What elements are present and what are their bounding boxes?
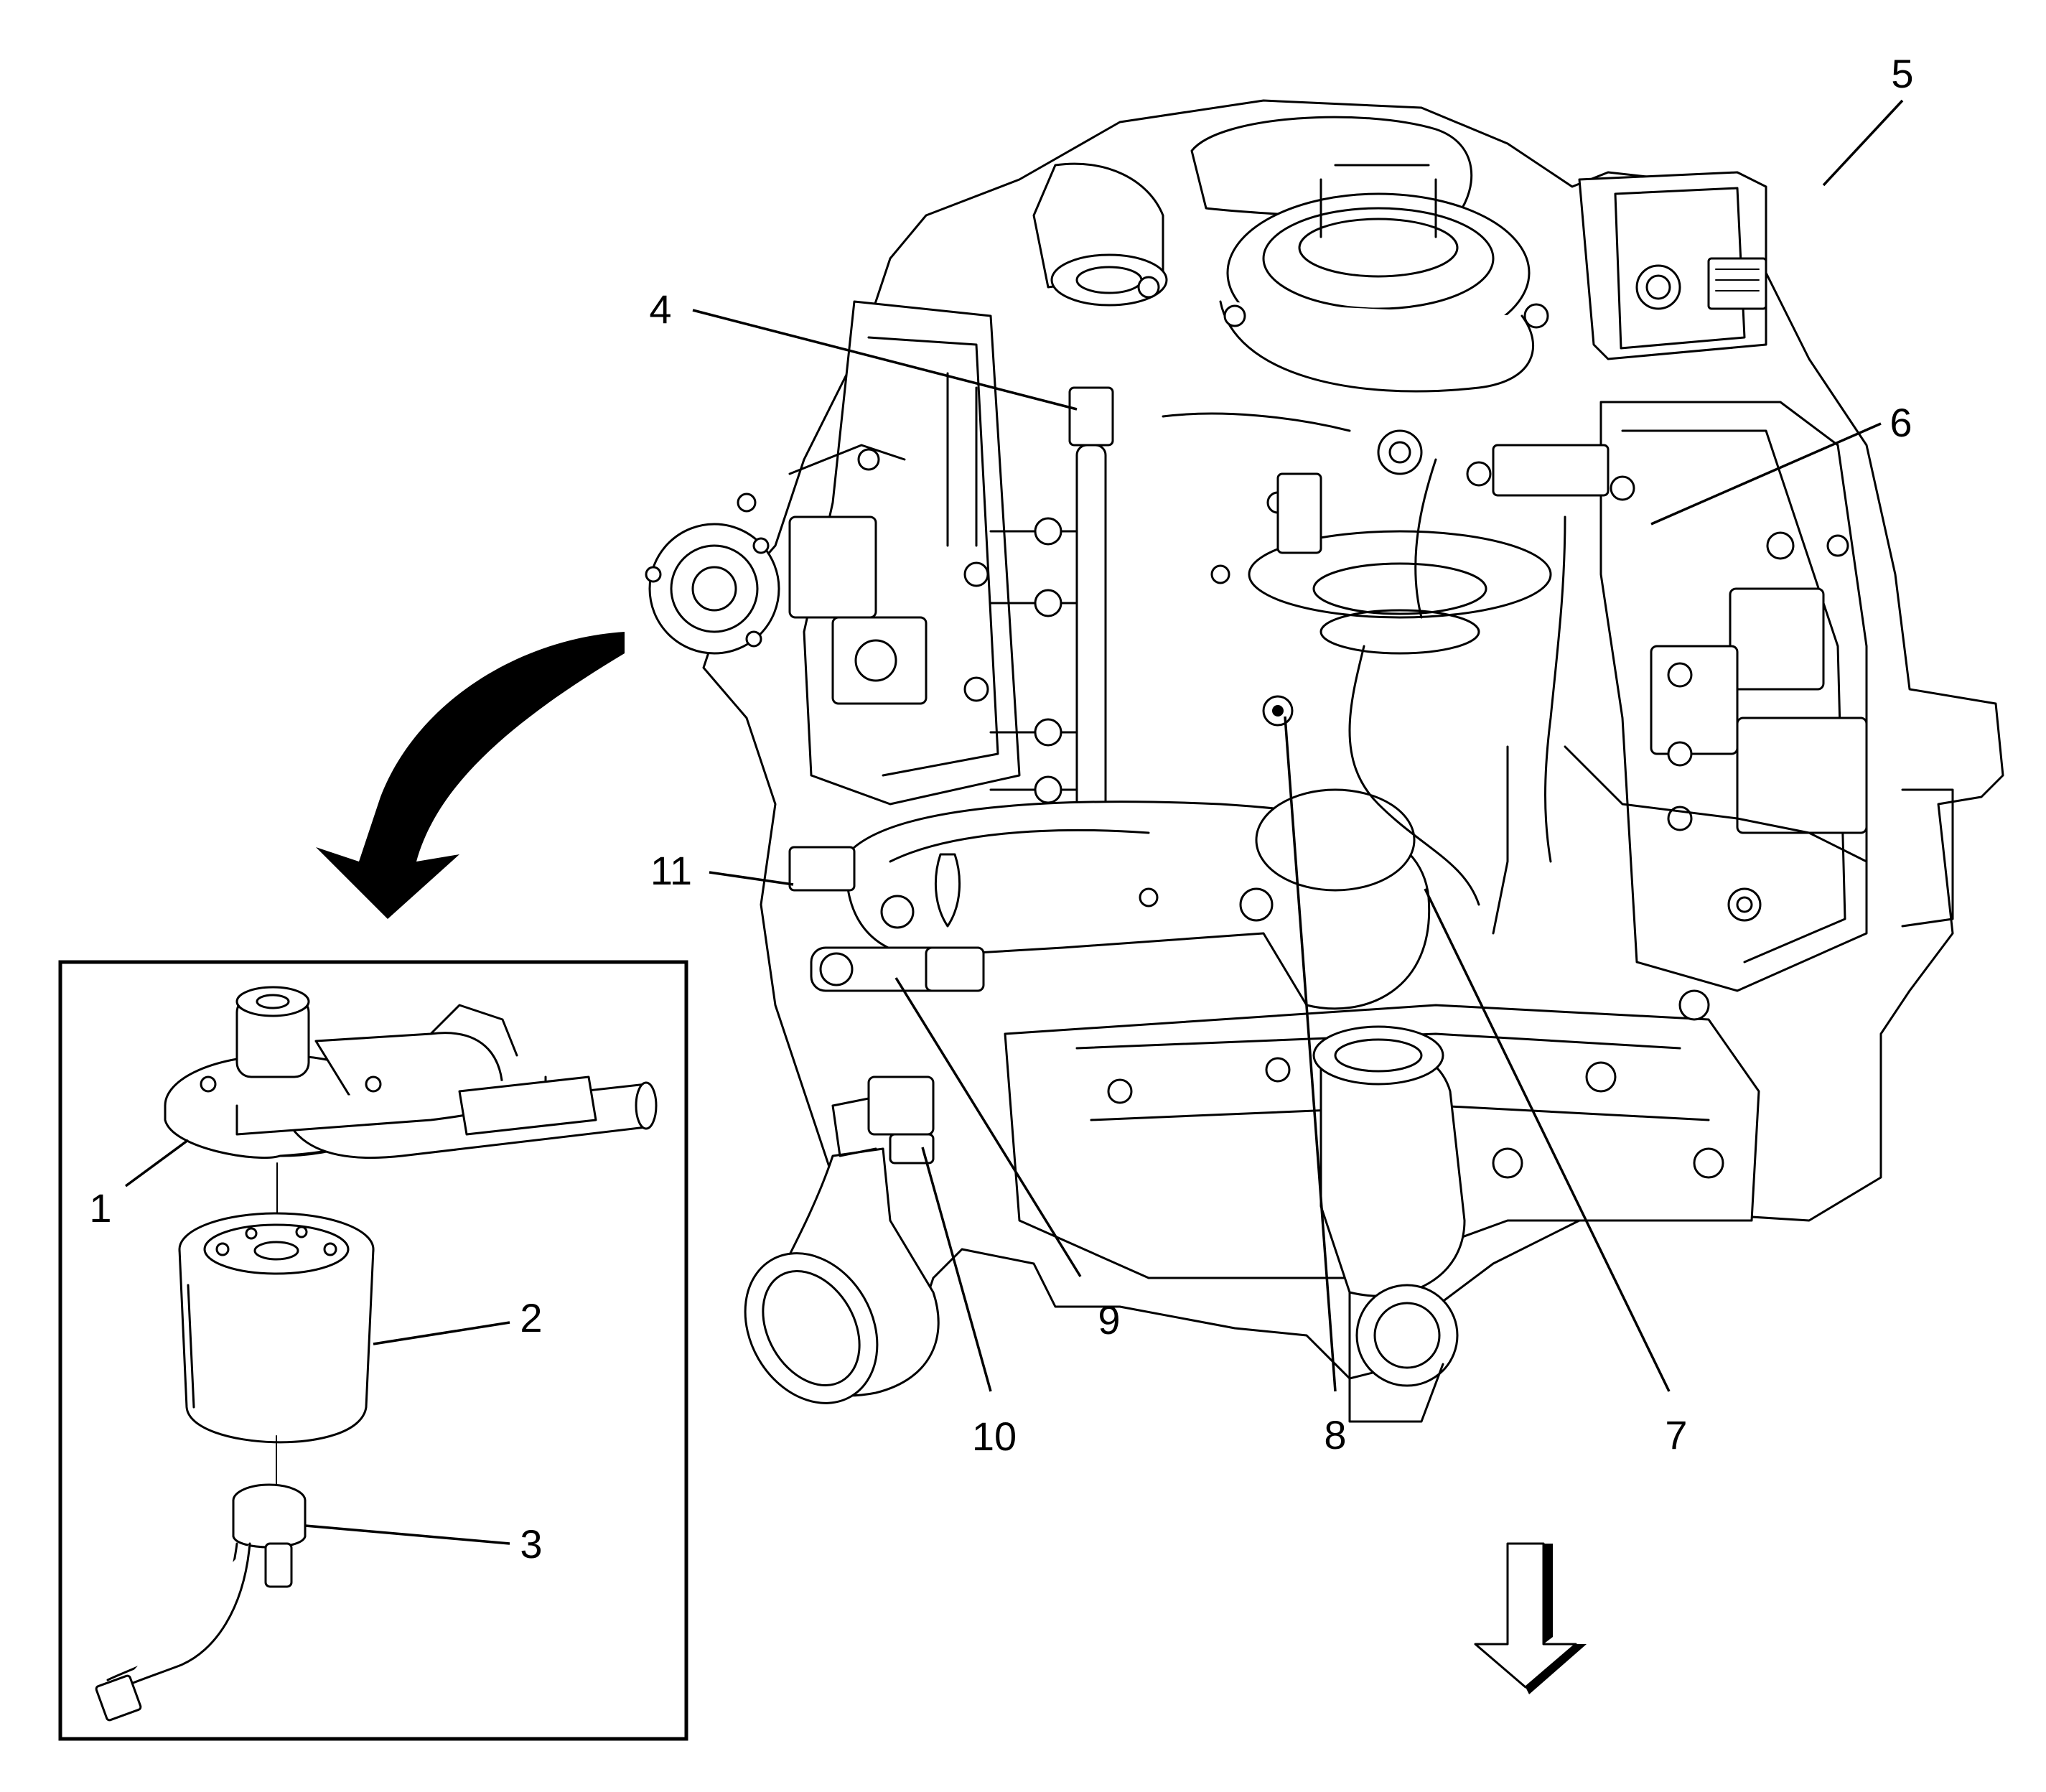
- callout-5: 5: [1891, 51, 1913, 96]
- callout-labels: 1 2 3 4 5 6 7 8 9 10 11: [89, 51, 1913, 1567]
- curved-arrow-icon: [316, 632, 625, 919]
- leader-3: [304, 1524, 510, 1545]
- leader-1: [124, 1139, 190, 1187]
- leader-6: [1650, 422, 1882, 526]
- callout-10: 10: [972, 1414, 1017, 1459]
- callout-8: 8: [1324, 1412, 1346, 1457]
- callout-3: 3: [520, 1521, 542, 1567]
- detail-inset: [58, 960, 688, 1741]
- leader-11: [709, 871, 794, 886]
- callout-9: 9: [1098, 1297, 1120, 1343]
- leader-9: [894, 977, 1082, 1277]
- leader-4: [692, 309, 1078, 411]
- down-arrow-icon: [1474, 1542, 1587, 1694]
- leader-lines: [124, 99, 1904, 1545]
- callout-11: 11: [650, 848, 692, 893]
- callout-7: 7: [1665, 1412, 1687, 1457]
- front-cover-bolts: [1107, 989, 1724, 1179]
- callout-2: 2: [520, 1295, 542, 1340]
- callout-6: 6: [1889, 400, 1912, 445]
- leader-10: [921, 1147, 992, 1392]
- fuel-filter-element: [178, 1212, 375, 1444]
- leader-8: [1284, 716, 1337, 1392]
- injector-line-group: [963, 517, 1078, 804]
- leader-5: [1822, 99, 1904, 187]
- leader-2: [373, 1321, 510, 1345]
- leader-7: [1424, 888, 1671, 1392]
- engine-assembly: [645, 99, 2004, 1423]
- callout-1: 1: [89, 1185, 111, 1231]
- fuel-filter-head: [164, 986, 658, 1159]
- callout-4: 4: [649, 286, 671, 332]
- right-bolts-group: [1667, 531, 1849, 922]
- water-in-fuel-sensor: [95, 1483, 307, 1722]
